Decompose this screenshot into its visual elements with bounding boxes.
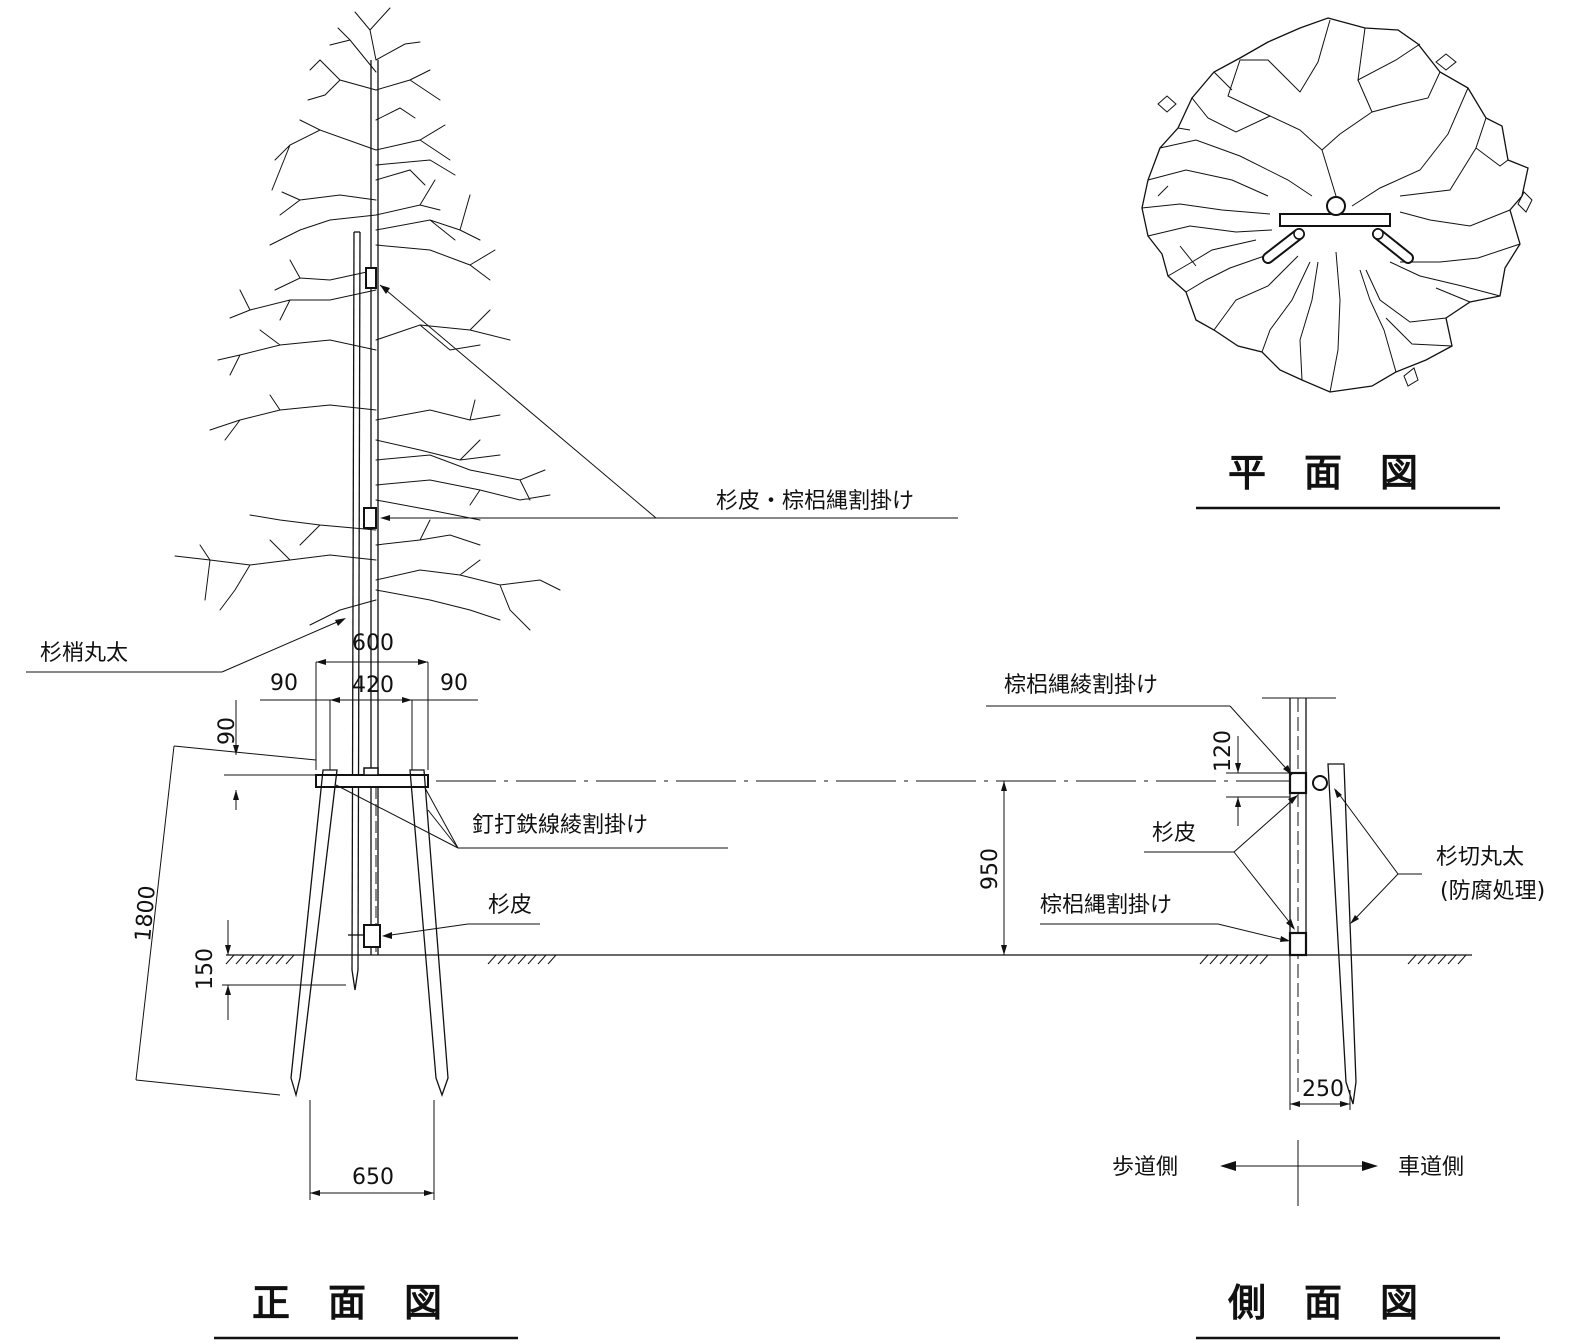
plan-stake-left-top bbox=[1293, 228, 1305, 240]
plan-trunk bbox=[1326, 196, 1346, 216]
front-view-title: 正 面 図 bbox=[252, 1281, 442, 1325]
front-stake-right bbox=[409, 769, 449, 1097]
label-nail-wire: 釘打鉄線綾割掛け bbox=[472, 813, 648, 838]
label-roadway-side: 車道側 bbox=[1398, 1155, 1464, 1180]
side-tie-lower bbox=[1288, 931, 1308, 957]
side-view-title: 側 面 図 bbox=[1227, 1281, 1418, 1325]
label-anti-rot: (防腐処理) bbox=[1440, 879, 1545, 904]
side-leaders bbox=[986, 705, 1422, 942]
dim-90-vert: 90 bbox=[215, 717, 240, 745]
side-tie-upper bbox=[1288, 771, 1308, 795]
side-crossbar-end bbox=[1312, 775, 1328, 791]
plan-stake-left-inner bbox=[1264, 230, 1303, 262]
tie-upper bbox=[365, 267, 377, 289]
tie-middle bbox=[363, 507, 377, 529]
side-stake bbox=[1327, 763, 1357, 1105]
front-view bbox=[174, 7, 1472, 1098]
plan-view-title: 平 面 図 bbox=[1228, 451, 1418, 495]
label-cedar-bark-side: 杉皮 bbox=[1152, 821, 1196, 846]
plan-view bbox=[1141, 17, 1533, 393]
cedar-pole-left bbox=[351, 231, 355, 971]
label-palm-rope-side: 棕梠縄割掛け bbox=[1040, 893, 1172, 918]
ground-hatch-mid bbox=[487, 954, 557, 965]
tree-branches bbox=[174, 7, 561, 631]
front-stake-left bbox=[290, 769, 338, 1098]
canopy-fragment-1 bbox=[1157, 95, 1177, 113]
ground-hatch-side-left bbox=[1199, 954, 1269, 965]
dim-600: 600 bbox=[352, 631, 394, 656]
label-cut-log: 杉切丸太 bbox=[1436, 845, 1524, 870]
canopy-fragment-2 bbox=[1435, 53, 1457, 71]
canopy-outline bbox=[1141, 17, 1529, 393]
dim-950: 950 bbox=[978, 848, 1003, 890]
front-dimensions: 600 420 90 90 90 1800 150 650 950 bbox=[131, 631, 1007, 1200]
plan-stake-right-inner bbox=[1374, 230, 1412, 262]
label-sidewalk-side: 歩道側 bbox=[1112, 1155, 1178, 1180]
dim-90-left: 90 bbox=[270, 671, 298, 696]
ground-hatch-side-right bbox=[1407, 954, 1467, 965]
canopy-fragment-3 bbox=[1517, 191, 1533, 213]
tie-lower bbox=[363, 924, 381, 948]
label-palm-rope-twill: 棕梠縄綾割掛け bbox=[1004, 673, 1158, 698]
plan-stake-right-top bbox=[1372, 228, 1384, 240]
dim-120: 120 bbox=[1211, 730, 1236, 772]
ground-hatch-left bbox=[225, 954, 295, 965]
label-bark-palm-rope: 杉皮・棕梠縄割掛け bbox=[716, 489, 914, 514]
side-view: 250 120 bbox=[1211, 697, 1378, 1206]
dim-250: 250 bbox=[1302, 1077, 1344, 1102]
cedar-pole-tip bbox=[351, 969, 359, 991]
canopy-texture bbox=[1141, 19, 1521, 393]
front-crossbar-tie bbox=[363, 767, 379, 776]
dim-90-right: 90 bbox=[440, 671, 468, 696]
dim-420: 420 bbox=[352, 673, 394, 698]
cedar-pole-right bbox=[357, 231, 361, 971]
front-leaders bbox=[26, 284, 958, 939]
canopy-fragment-4 bbox=[1403, 367, 1419, 387]
label-cedar-bark-front: 杉皮 bbox=[488, 893, 532, 918]
dim-650: 650 bbox=[352, 1165, 394, 1190]
dim-1800: 1800 bbox=[131, 885, 161, 943]
label-cedar-pole: 杉梢丸太 bbox=[40, 641, 128, 666]
dim-150: 150 bbox=[193, 948, 218, 990]
